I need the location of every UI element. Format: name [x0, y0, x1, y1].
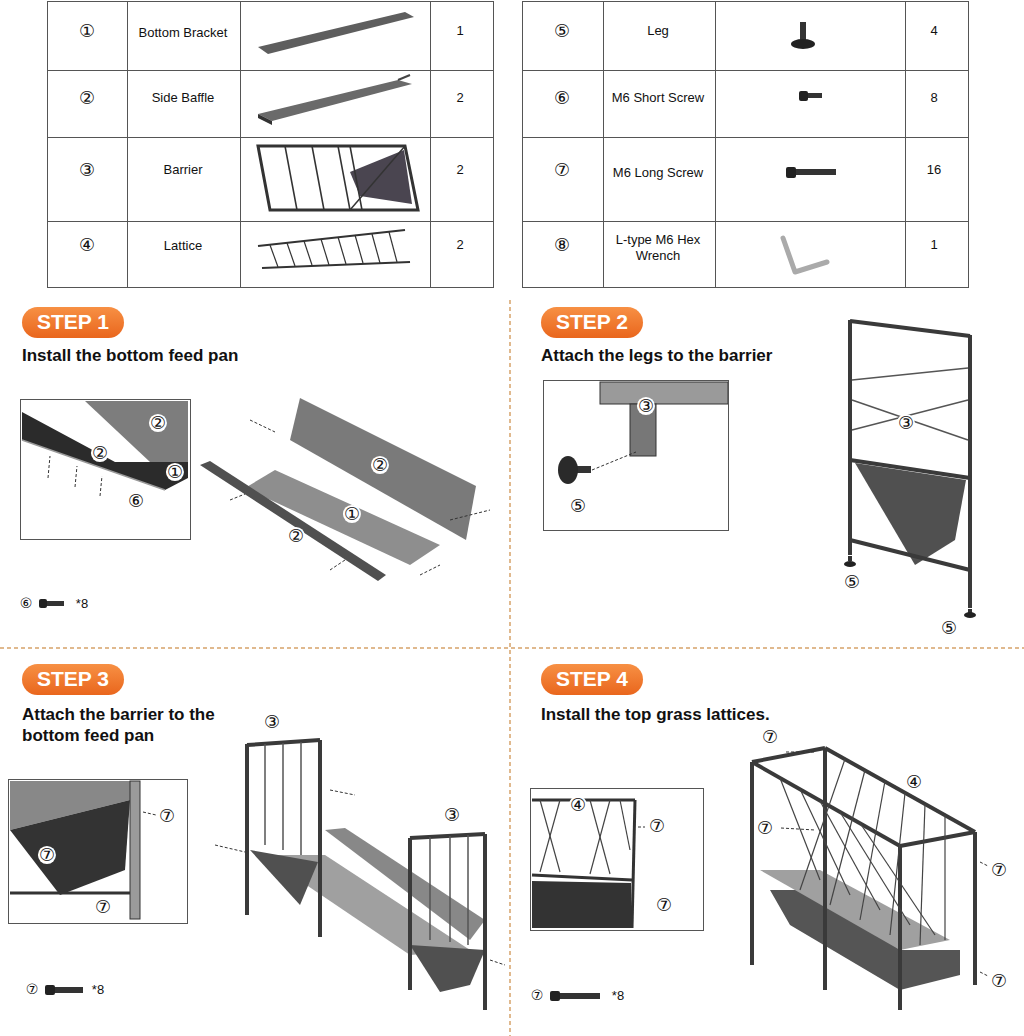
callout-number: ④ — [905, 773, 923, 791]
callout-number: ③ — [443, 806, 461, 824]
quantity: *8 — [92, 982, 104, 998]
step-badge: STEP 1 — [22, 307, 124, 338]
quantity: *8 — [612, 988, 624, 1004]
callout-number: ⑦ — [94, 898, 112, 916]
callout-number: ⑦ — [655, 896, 673, 914]
callout-number: ⑦ — [553, 161, 571, 179]
callout-number: ⑤ — [569, 497, 587, 515]
step-title: STEP 3 — [37, 667, 109, 690]
part-name: M6 Short Screw — [612, 90, 704, 106]
callout-number: ⑥ — [553, 89, 571, 107]
callout-number: ① — [343, 505, 361, 523]
callout-number: ⑤ — [843, 573, 861, 591]
callout-number: ⑦ — [158, 807, 176, 825]
callout-number: ③ — [897, 414, 915, 432]
step-badge: STEP 4 — [541, 664, 643, 695]
step-title: STEP 2 — [556, 310, 628, 333]
part-name: Bottom Bracket — [139, 25, 228, 41]
callout-number: ⑦ — [761, 728, 779, 746]
callout-number: ⑦ — [756, 819, 774, 837]
part-name: L-type M6 Hex Wrench — [608, 232, 708, 265]
callout-number: ⑦ — [38, 846, 56, 864]
callout-number: ② — [371, 456, 389, 474]
callout-number: ① — [78, 22, 96, 40]
callout-number: ③ — [263, 713, 281, 731]
quantity: 1 — [930, 237, 937, 253]
callout-number: ② — [149, 414, 167, 432]
callout-number: ⑥ — [19, 596, 34, 610]
step-instruction: Attach the legs to the barrier — [541, 345, 772, 366]
callout-number: ⑦ — [990, 972, 1008, 990]
step-instruction: Install the bottom feed pan — [22, 345, 238, 366]
quantity: 2 — [456, 237, 463, 253]
step-instruction: Install the top grass lattices. — [541, 704, 770, 725]
callout-number: ⑤ — [940, 619, 958, 637]
quantity: 2 — [456, 90, 463, 106]
part-name: Lattice — [164, 238, 202, 254]
quantity: *8 — [76, 596, 88, 612]
quantity: 16 — [927, 162, 941, 178]
step-badge: STEP 3 — [22, 664, 124, 695]
quantity: 4 — [930, 23, 937, 39]
callout-number: ④ — [569, 796, 587, 814]
callout-number: ③ — [637, 397, 655, 415]
callout-number: ⑦ — [648, 817, 666, 835]
part-name: Barrier — [163, 162, 202, 178]
callout-number: ⑦ — [25, 982, 40, 996]
callout-number: ⑧ — [553, 236, 571, 254]
callout-number: ② — [287, 527, 305, 545]
part-name: Side Baffle — [152, 90, 215, 106]
step-title: STEP 4 — [556, 667, 628, 690]
quantity: 1 — [456, 23, 463, 39]
callout-number: ⑦ — [530, 988, 545, 1002]
step-title: STEP 1 — [37, 310, 109, 333]
callout-number: ② — [91, 444, 109, 462]
part-name: Leg — [647, 23, 669, 39]
part-name: M6 Long Screw — [613, 165, 703, 181]
callout-number: ④ — [78, 236, 96, 254]
callout-number: ② — [78, 89, 96, 107]
callout-number: ⑦ — [990, 861, 1008, 879]
step-badge: STEP 2 — [541, 307, 643, 338]
callout-number: ⑤ — [553, 22, 571, 40]
callout-number: ① — [166, 463, 184, 481]
callout-number: ⑥ — [127, 492, 145, 510]
quantity: 8 — [930, 90, 937, 106]
quantity: 2 — [456, 162, 463, 178]
step-instruction: Attach the barrier to the bottom feed pa… — [22, 704, 227, 747]
callout-number: ③ — [78, 161, 96, 179]
